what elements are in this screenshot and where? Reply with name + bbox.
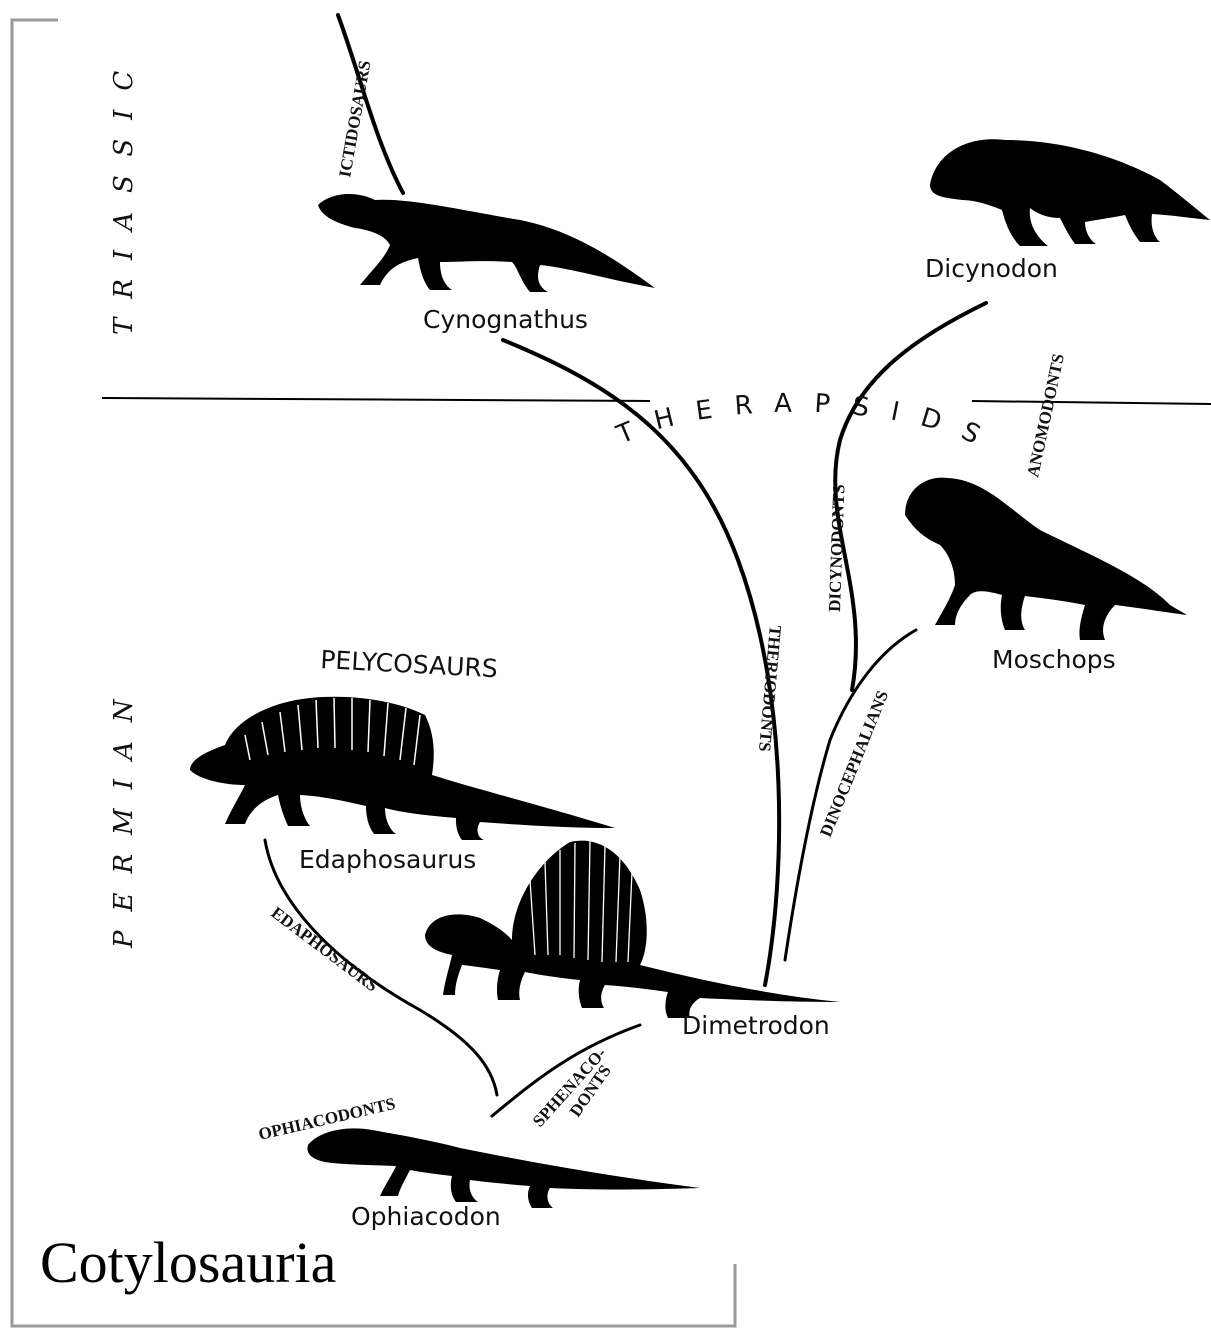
dicynodon-silhouette <box>930 139 1210 246</box>
cynognathus-silhouette <box>318 194 655 292</box>
moschops-silhouette <box>905 478 1187 640</box>
animal-label-dicynodon: Dicynodon <box>925 254 1058 283</box>
animal-label-cynognathus: Cynognathus <box>423 305 588 334</box>
ophiacodon-silhouette <box>307 1128 700 1208</box>
group-title-pelycosaurs: PELYCOSAURS <box>320 645 499 683</box>
animal-label-moschops: Moschops <box>992 645 1116 674</box>
clade-label-ictidosaurs: ICTIDOSAURS <box>335 59 374 179</box>
clade-label-theriodonts: THERIODONTS <box>755 625 785 753</box>
period-label-permian: PERMIAN <box>109 681 139 949</box>
caption-cotylosauria: Cotylosauria <box>40 1230 336 1295</box>
branch-edaphosaurs <box>265 840 497 1095</box>
period-label-triassic: TRIASSIC <box>109 52 139 335</box>
clade-label-anomodonts: ANOMODONTS <box>1023 352 1068 479</box>
clade-label-dinocephalians: DINOCEPHALIANS <box>816 688 892 840</box>
therapsids-label: THERAPSIDS <box>612 389 1005 461</box>
clade-label-dicynodonts: DICYNODONTS <box>825 484 848 612</box>
animal-label-dimetrodon: Dimetrodon <box>682 1011 830 1040</box>
clade-label-edaphosaurs: EDAPHOSAURS <box>268 903 382 995</box>
animal-label-ophiacodon: Ophiacodon <box>351 1202 501 1231</box>
edaphosaurus-silhouette <box>190 697 615 840</box>
animal-label-edaphosaurus: Edaphosaurus <box>299 845 476 874</box>
